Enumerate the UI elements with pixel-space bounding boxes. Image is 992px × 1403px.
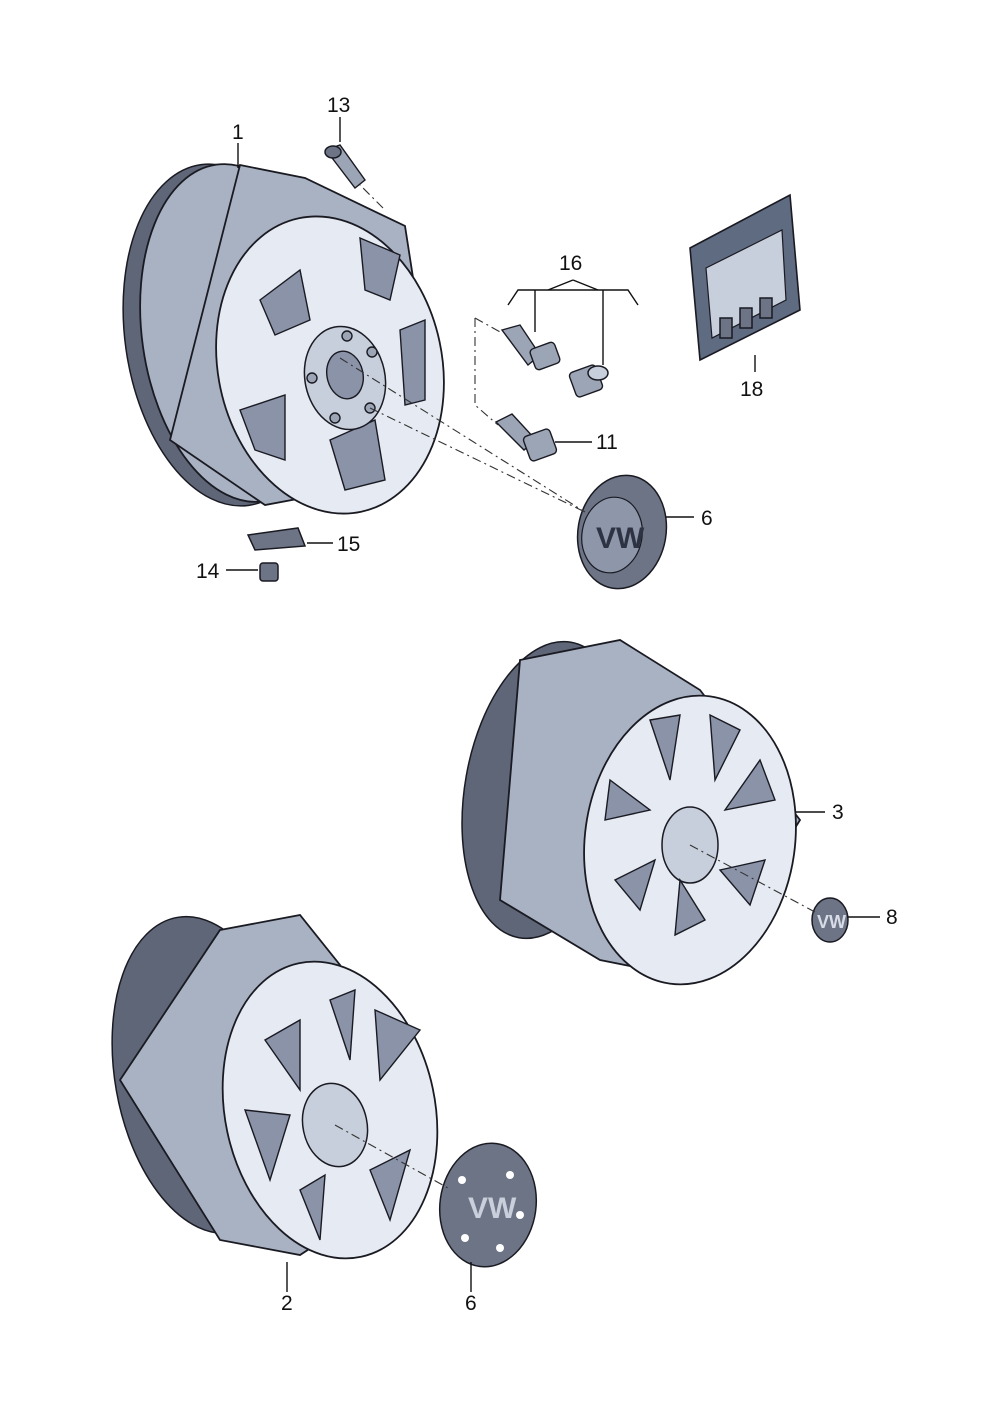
callout-1: 1 (232, 121, 244, 144)
valve-13 (324, 144, 366, 189)
callout-6-bottom: 6 (465, 1292, 477, 1315)
svg-text:VW: VW (596, 522, 645, 555)
wheel-2 (111, 914, 439, 1260)
leader-lines (226, 117, 880, 1292)
axis-lines (334, 184, 816, 1189)
emblem-8: VW (811, 897, 849, 943)
callout-13: 13 (327, 94, 350, 117)
callout-16: 16 (559, 252, 582, 275)
wheel-1 (122, 163, 445, 515)
callout-11: 11 (596, 431, 618, 454)
callout-15: 15 (337, 533, 360, 556)
bolt-11 (494, 413, 558, 462)
hubcap-6b: VW (438, 1142, 538, 1268)
lockbolt-16 (500, 324, 609, 398)
weight-15 (246, 527, 307, 551)
wheel-3 (461, 639, 802, 986)
svg-text:VW: VW (468, 1192, 517, 1225)
hubcap-6a: VW (576, 474, 668, 590)
callout-18: 18 (740, 378, 763, 401)
callout-3: 3 (832, 801, 844, 824)
weight-14 (259, 562, 279, 582)
callout-8: 8 (886, 906, 898, 929)
callout-6-top: 6 (701, 507, 713, 530)
callout-2: 2 (281, 1292, 293, 1315)
svg-text:VW: VW (817, 912, 846, 932)
callout-14: 14 (196, 560, 220, 583)
pack-18 (689, 193, 801, 362)
